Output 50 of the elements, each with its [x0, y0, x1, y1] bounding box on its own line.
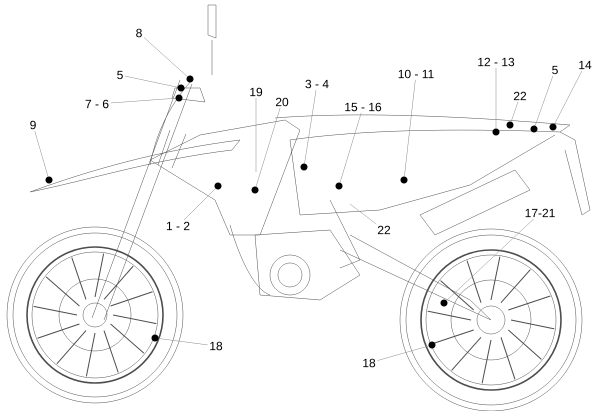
callout-number: 5 [115, 69, 125, 81]
callout-number: 7 - 6 [84, 98, 110, 110]
callout-number: 5 [550, 64, 560, 76]
leader-line [124, 76, 178, 88]
dot-marker [400, 176, 408, 184]
leader-line [535, 76, 554, 126]
leader-line [256, 108, 280, 187]
dot-marker [252, 186, 258, 194]
callout-number: 10 - 11 [396, 68, 436, 80]
leader-line [446, 218, 534, 301]
dot-marker [152, 334, 158, 342]
dot-marker [336, 182, 342, 190]
callout-number: 14 [576, 59, 594, 71]
leader-line [350, 204, 377, 224]
leader-line [554, 70, 582, 124]
leader-line [304, 90, 316, 164]
leader-line [34, 130, 48, 177]
callout-number: 22 [512, 90, 528, 102]
callout-number: 8 [134, 27, 144, 39]
dot-marker [530, 126, 538, 132]
callout-number: 19 [248, 86, 264, 98]
callout-number: 3 - 4 [304, 78, 330, 90]
dot-marker [506, 122, 514, 128]
callout-number: 20 [274, 96, 290, 108]
leader-line [110, 98, 176, 104]
callout-number: 15 - 16 [342, 101, 384, 113]
dot-marker [440, 300, 448, 306]
dot-marker [300, 164, 308, 170]
leader-line [377, 346, 429, 361]
callout-number: 17-21 [523, 207, 557, 219]
leader-line [510, 102, 518, 122]
leader-line [144, 37, 188, 77]
callout-number: 22 [376, 224, 392, 236]
dot-marker [176, 94, 182, 102]
dot-marker [550, 124, 556, 130]
leader-line [404, 80, 416, 177]
dot-marker [186, 76, 194, 82]
callout-number: 1 - 2 [164, 220, 192, 232]
leader-line [184, 188, 216, 220]
dot-marker [214, 182, 222, 190]
leader-line [340, 112, 362, 183]
callout-number: 18 [208, 340, 224, 352]
leader-line [158, 338, 208, 346]
dot-marker [428, 342, 436, 348]
dot-marker [46, 176, 52, 184]
callout-number: 9 [28, 119, 38, 131]
dot-marker [178, 84, 184, 92]
callout-number: 18 [360, 357, 378, 369]
dot-marker [492, 128, 500, 136]
callout-number: 12 - 13 [476, 56, 516, 68]
